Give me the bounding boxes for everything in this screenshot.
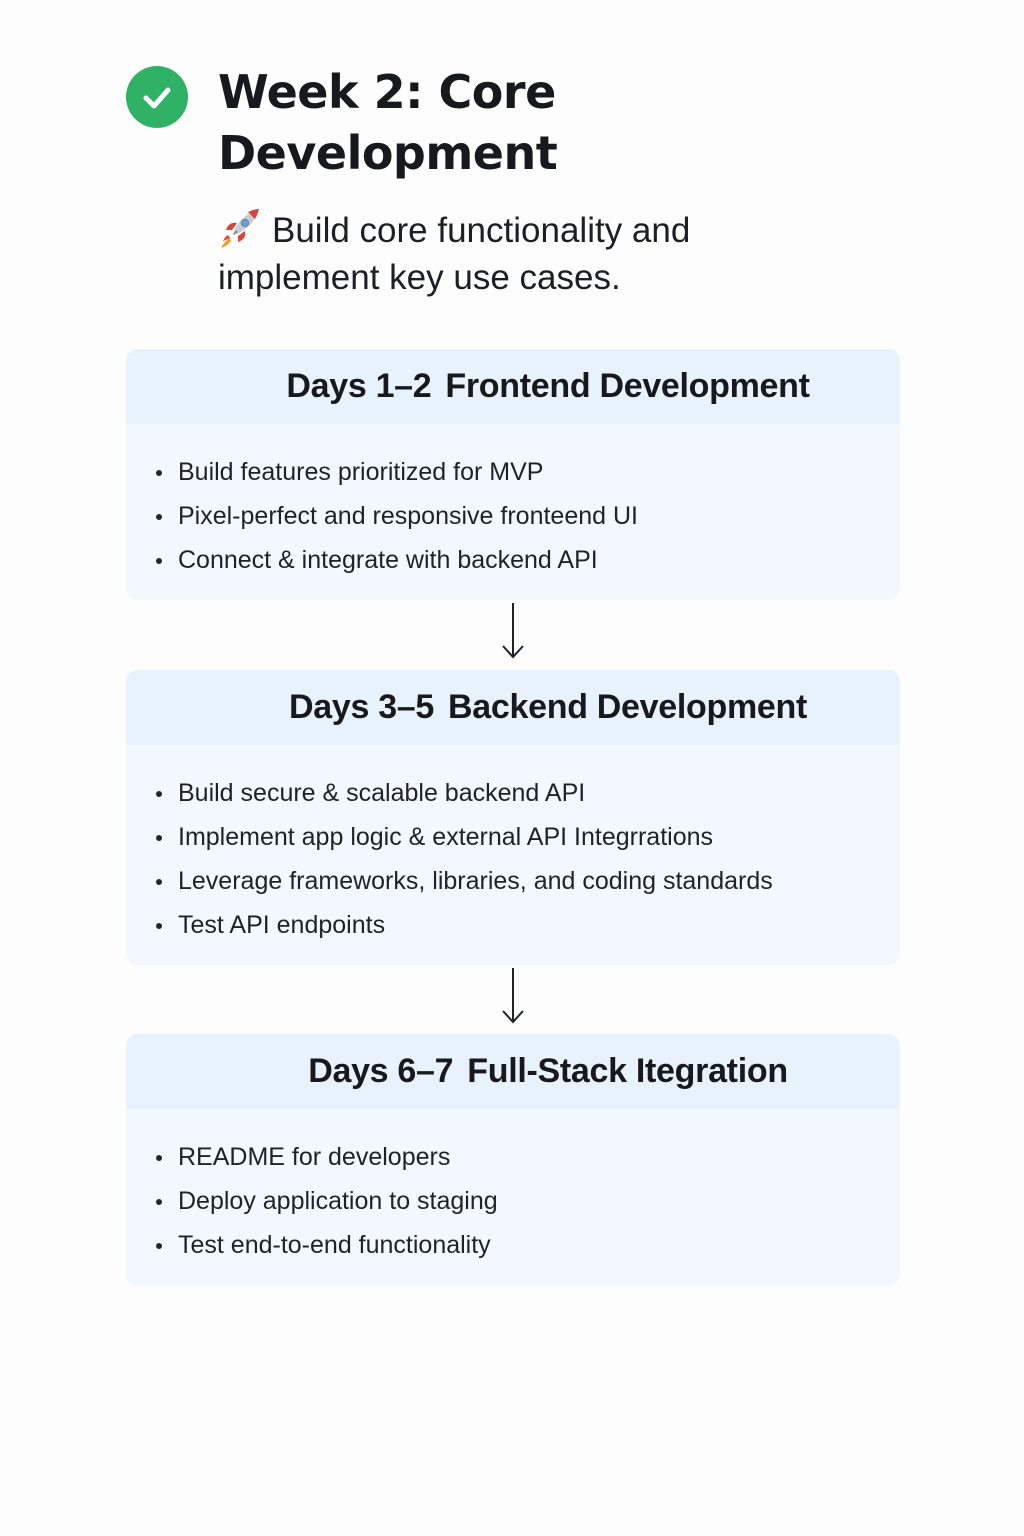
phase-name: Frontend Development [445,367,810,405]
phase-header: Days 3–5 Backend Development [126,670,900,745]
list-item: Deploy application to staging [154,1179,900,1223]
list-item: Test end-to-end functionality [154,1223,900,1267]
phase-card-fullstack: Days 6–7 Full-Stack Itegration README for… [126,1034,900,1286]
phase-header: Days 6–7 Full-Stack Itegration [126,1034,900,1109]
phase-name: Backend Development [448,688,808,726]
phase-title: Days 6–7 Full-Stack Itegration [308,1052,788,1091]
page-title: Week 2: Core Development [218,65,558,180]
list-item: Build features prioritized for MVP [154,450,900,494]
list-item: Implement app logic & external API Integ… [154,815,900,859]
check-circle-icon [126,66,188,128]
list-item: Test API endpoints [154,903,900,947]
phase-task-list: Build features prioritized for MVP Pixel… [126,424,900,582]
phase-card-backend: Days 3–5 Backend Development Build secure… [126,670,900,965]
arrow-down-icon [498,601,528,661]
arrow-down-icon [498,966,528,1026]
list-item: Pixel-perfect and responsive fronteend U… [154,494,900,538]
page-subtitle: Build core functionality and implement k… [218,204,778,301]
phase-days: Days 3–5 [288,688,435,726]
subtitle-text: Build core functionality and implement k… [218,211,691,297]
phase-card-frontend: Days 1–2 Frontend Development Build featu… [126,349,900,600]
list-item: Connect & integrate with backend API [154,538,900,582]
phase-task-list: Build secure & scalable backend API Impl… [126,745,900,947]
phase-days: Days 1–2 [286,367,432,405]
phase-task-list: README for developers Deploy application… [126,1109,900,1267]
phase-title: Days 1–2 Frontend Development [286,367,810,406]
phase-name: Full-Stack Itegration [467,1052,788,1090]
page-header: Week 2: Core Development Build core func… [0,0,1024,330]
rocket-icon [218,204,264,250]
phase-header: Days 1–2 Frontend Development [126,349,900,424]
list-item: Leverage frameworks, libraries, and codi… [154,859,900,903]
list-item: Build secure & scalable backend API [154,771,900,815]
list-item: README for developers [154,1135,900,1179]
phase-days: Days 6–7 [308,1052,454,1090]
phase-title: Days 3–5 Backend Development [289,688,807,727]
